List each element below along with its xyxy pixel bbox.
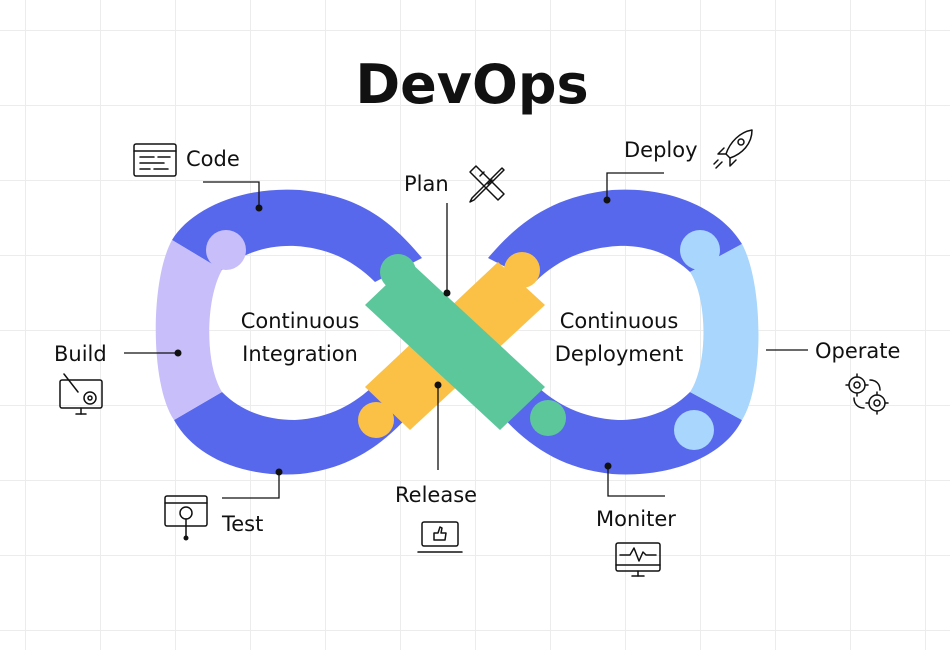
plan-label: Plan: [404, 172, 449, 196]
right-top-knob: [680, 230, 720, 270]
left-top-knob: [206, 230, 246, 270]
page-title: DevOps: [355, 53, 588, 116]
plan-dot: [443, 289, 451, 297]
monitor-dot: [604, 462, 612, 470]
leader-lines: [124, 172, 808, 499]
build-dot: [174, 349, 182, 357]
cd-label-line2: Deployment: [555, 342, 683, 366]
operate-label: Operate: [815, 339, 900, 363]
test-dot: [275, 468, 283, 476]
build-monitor-icon: [59, 373, 103, 415]
build-segment: [155, 240, 222, 420]
right-bottom-knob: [674, 410, 714, 450]
ci-label-line1: Continuous: [241, 309, 360, 333]
code-window-icon: [133, 143, 177, 177]
test-browser-icon: [164, 495, 208, 541]
code-dot: [255, 204, 263, 212]
left-bottom-knob: [202, 410, 242, 450]
release-dot: [434, 381, 442, 389]
monitor-label: Moniter: [596, 507, 676, 531]
test-label: Test: [221, 512, 263, 536]
deploy-dot: [603, 196, 611, 204]
right-loop: [488, 189, 759, 475]
left-loop: [155, 189, 422, 475]
ci-label-line2: Integration: [242, 342, 358, 366]
deploy-leader: [606, 172, 664, 200]
left-loop-blue-bottom-segment: [174, 384, 422, 475]
test-leader: [222, 472, 280, 499]
code-label: Code: [186, 147, 240, 171]
deploy-label: Deploy: [624, 138, 698, 162]
ruler-pencil-icon: [469, 165, 505, 203]
gears-icon: [845, 373, 889, 415]
monitor-heartbeat-icon: [615, 542, 661, 577]
release-label: Release: [395, 483, 477, 507]
operate-segment: [690, 244, 759, 420]
plan-band: [365, 254, 566, 436]
build-label: Build: [54, 342, 107, 366]
right-loop-blue-segment: [488, 189, 742, 282]
monitor-leader: [607, 466, 665, 497]
code-leader: [203, 181, 260, 208]
laptop-thumbs-up-icon: [417, 521, 463, 553]
cd-label-line1: Continuous: [560, 309, 679, 333]
rocket-icon: [713, 129, 753, 169]
